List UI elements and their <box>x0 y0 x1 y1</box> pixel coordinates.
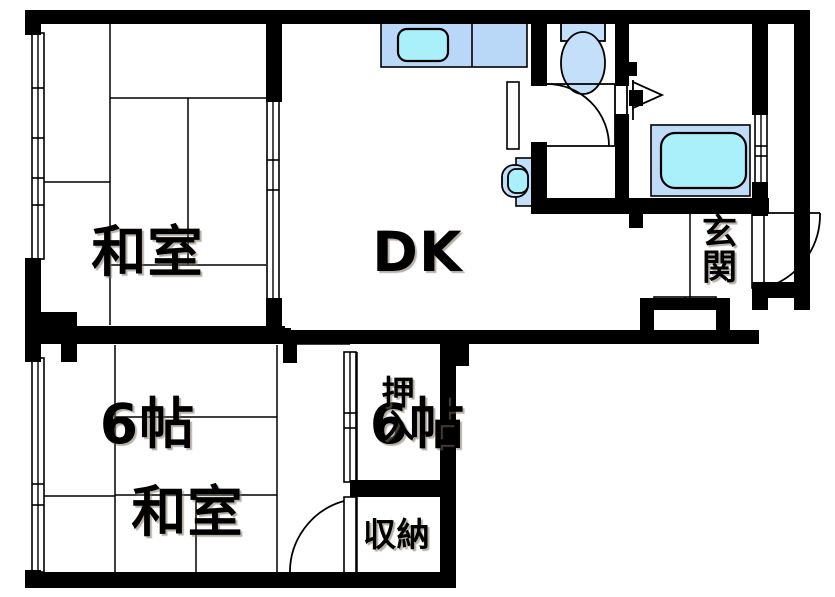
bathtub <box>650 124 751 197</box>
walls <box>25 10 810 588</box>
kitchen-sink-icon <box>396 27 450 63</box>
storage-swing-door <box>289 496 357 576</box>
kitchen-counter <box>380 21 528 68</box>
sliding-shoji-between-rooms <box>266 97 280 304</box>
tatami-lines-lower-washitsu <box>33 345 278 580</box>
bathroom-window <box>754 111 768 187</box>
tatami-lines-upper-washitsu <box>33 22 266 325</box>
toilet-bowl-icon <box>560 31 606 95</box>
toilet-fixture <box>560 20 606 95</box>
sliding-window-upper-left <box>31 32 45 260</box>
toilet-swing-door <box>506 81 616 150</box>
sliding-door-oshiire <box>343 351 357 483</box>
bathtub-icon <box>659 131 748 190</box>
sliding-window-lower-left <box>31 357 45 573</box>
wash-basin-icon <box>507 168 529 194</box>
